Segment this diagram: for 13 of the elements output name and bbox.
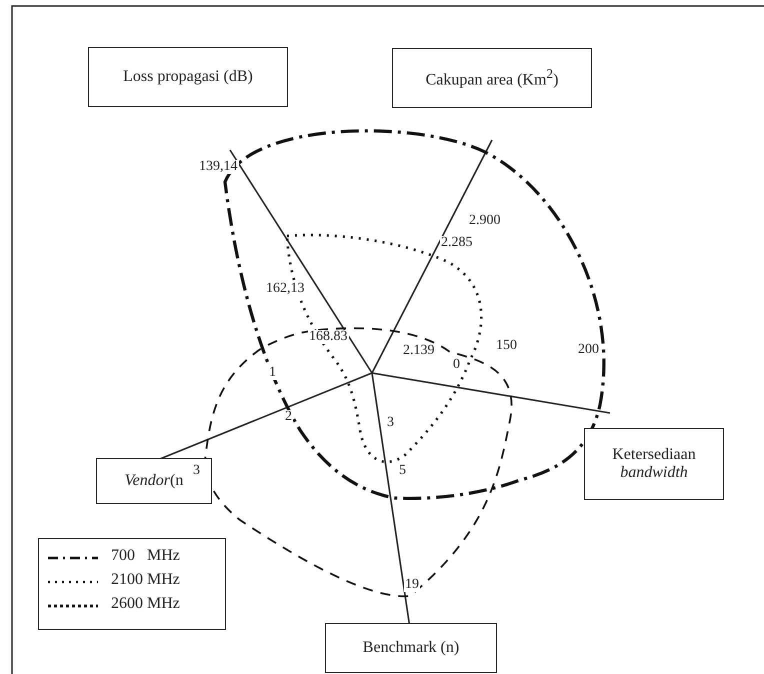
axis-title: Cakupan area (Km$^{2}$): [392, 48, 592, 108]
legend-label: 2100 MHz: [111, 571, 180, 589]
axis-title: Loss propagasi (dB): [88, 47, 288, 107]
axis-tick-label: 168.83: [308, 330, 348, 344]
axis-tick-label: 139,14: [198, 160, 238, 174]
axis-tick-label: 2: [284, 410, 293, 424]
axis-tick-label: 162,13: [265, 282, 306, 296]
axis-tick-label: 19: [404, 578, 420, 592]
axis-tick-label: 1: [268, 366, 277, 380]
axis-title: Benchmark (n): [325, 623, 497, 673]
axis-title: Ketersediaan bandwidth: [584, 428, 724, 500]
legend-label: 2600 MHz: [111, 595, 180, 613]
legend-label: 700 MHz: [111, 547, 180, 565]
